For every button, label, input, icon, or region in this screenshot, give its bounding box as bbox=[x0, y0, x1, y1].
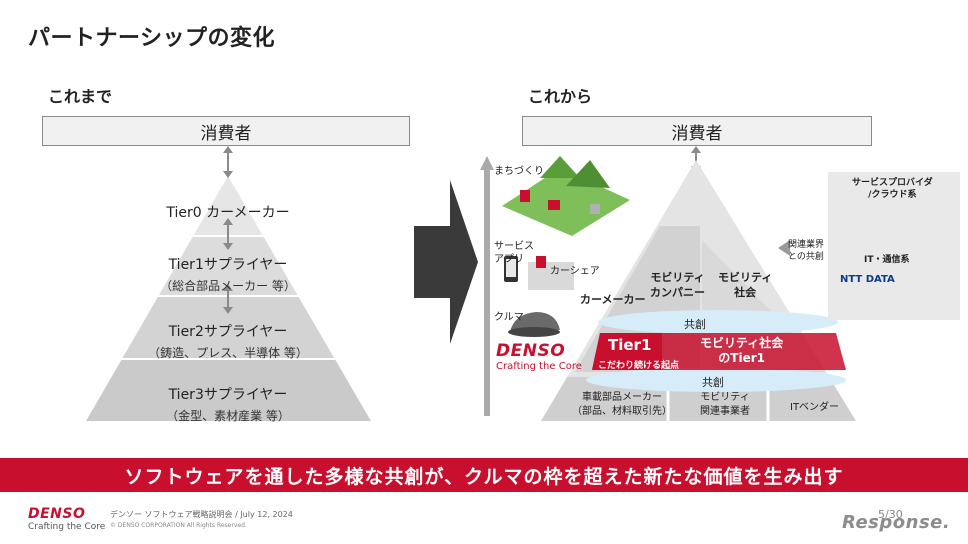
service-provider-label: サービスプロバイダ /クラウド系 bbox=[852, 178, 933, 200]
page-number: 5/30 bbox=[878, 508, 903, 521]
denso-tagline: Crafting the Core bbox=[496, 361, 582, 372]
left-heading: これまで bbox=[48, 87, 113, 106]
mobility-business-label: モビリティ 関連事業者 bbox=[700, 392, 750, 417]
car-illustration bbox=[508, 312, 560, 337]
tier1-label: Tier1 bbox=[608, 336, 652, 354]
service-app-label: サービス アプリ bbox=[494, 241, 534, 265]
car-share-label: カーシェア bbox=[550, 266, 600, 277]
footer-event: デンソー ソフトウェア戦略説明会 / July 12, 2024 bbox=[110, 510, 293, 519]
footer-copyright: © DENSO CORPORATION All Rights Reserved. bbox=[110, 522, 247, 529]
left-consumer-box: 消費者 bbox=[42, 116, 410, 146]
ntt-data-logo: NTT DATA bbox=[840, 274, 895, 285]
left-tier0-label: Tier0 カーメーカー bbox=[166, 205, 290, 221]
partner-panel bbox=[828, 172, 960, 320]
message-banner: ソフトウェアを通した多様な共創が、クルマの枠を超えた新たな価値を生み出す bbox=[0, 458, 968, 492]
it-vendor-label: ITベンダー bbox=[790, 402, 840, 413]
mobility-society-label: モビリティ 社会 bbox=[718, 271, 773, 300]
left-tier3-label: Tier3サプライヤー （金型、素材産業 等） bbox=[166, 387, 290, 423]
right-consumer-box: 消費者 bbox=[522, 116, 872, 146]
mobility-tier1-label: モビリティ社会 のTier1 bbox=[700, 336, 784, 365]
left-connector-arrows bbox=[223, 146, 233, 314]
right-heading: これから bbox=[528, 87, 593, 106]
footer-tagline: Crafting the Core bbox=[28, 522, 106, 532]
cocreation-top-label: 共創 bbox=[684, 318, 706, 331]
car-label: クルマ bbox=[494, 312, 524, 323]
tier1-sub-label: こだわり続ける起点 bbox=[598, 361, 680, 371]
tier1-label-band bbox=[592, 333, 662, 370]
car-maker-label: カーメーカー bbox=[580, 293, 646, 306]
cocreation-top-ellipse bbox=[598, 310, 838, 334]
service-app-illustration bbox=[504, 256, 574, 290]
left-tier2-label: Tier2サプライヤー （鋳造、プレス、半導体 等） bbox=[148, 324, 308, 360]
town-label: まちづくり bbox=[494, 166, 544, 177]
parts-maker-label: 車載部品メーカー （部品、材料取引先） bbox=[572, 392, 672, 417]
it-telecom-label: IT・通信系 bbox=[864, 255, 910, 265]
footer-denso-logo: DENSO bbox=[28, 506, 86, 522]
related-industry-label: 関連業界 との共創 bbox=[788, 240, 825, 262]
cocreation-bottom-label: 共創 bbox=[702, 376, 724, 389]
value-axis-arrow-icon bbox=[480, 156, 494, 416]
page-title: パートナーシップの変化 bbox=[28, 26, 276, 51]
related-industry-arrow-icon bbox=[778, 240, 790, 256]
town-illustration bbox=[502, 156, 630, 236]
cocreation-bottom-ellipse bbox=[586, 368, 846, 392]
left-tier3-band bbox=[86, 360, 371, 421]
transition-arrow-icon bbox=[414, 180, 478, 344]
mobility-company-label: モビリティ カンパニー bbox=[650, 271, 705, 300]
left-tier1-label: Tier1サプライヤー （総合部品メーカー 等） bbox=[160, 257, 296, 293]
response-watermark: Response. bbox=[842, 512, 951, 533]
denso-logo: DENSO bbox=[496, 341, 566, 361]
